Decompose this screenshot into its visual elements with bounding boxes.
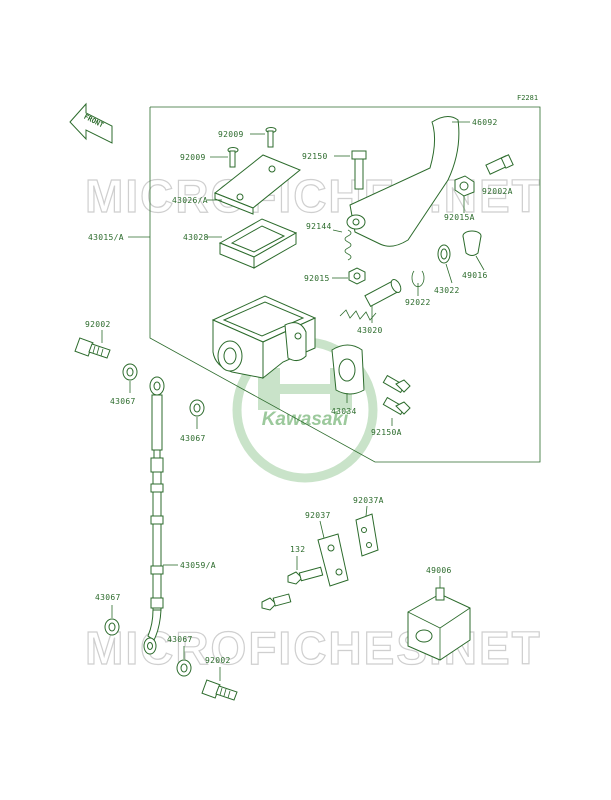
reservoir-cap-43026 (214, 154, 301, 215)
label-92002-top: 92002 (85, 320, 111, 329)
label-43022: 43022 (434, 286, 460, 295)
figure-code: F2281 (517, 94, 538, 102)
label-43067-b: 43067 (180, 434, 206, 443)
spring-92144 (344, 229, 352, 261)
label-92150: 92150 (302, 152, 328, 161)
label-92150a: 92150A (371, 428, 402, 437)
logo-text: Kawasaki (262, 409, 349, 430)
brake-switch-49006 (407, 587, 471, 661)
banjo-bolt-92002-bottom (201, 679, 238, 701)
bolt-lower (261, 593, 292, 611)
front-arrow-icon: FRONT (69, 102, 113, 144)
washer-43022 (437, 244, 451, 264)
label-92037: 92037 (305, 511, 331, 520)
piston-assembly-43020 (339, 279, 402, 321)
pivot-bolt-92150 (351, 150, 367, 190)
bolt-132 (287, 566, 324, 585)
diaphragm-43028 (218, 218, 298, 269)
clamp-bolt-92150a-1 (382, 374, 411, 394)
label-43015a: 43015/A (88, 233, 124, 242)
label-92022: 92022 (405, 298, 431, 307)
washer-43067-c (104, 618, 120, 636)
label-92002a: 92002A (482, 187, 513, 196)
label-43059a: 43059/A (180, 561, 216, 570)
bracket-92037a (355, 513, 379, 557)
label-43020: 43020 (357, 326, 383, 335)
label-92009-a: 92009 (218, 130, 244, 139)
bracket-92037 (317, 533, 349, 587)
brake-lever (346, 116, 460, 247)
label-92015: 92015 (304, 274, 330, 283)
label-43067-a: 43067 (110, 397, 136, 406)
assembly-boundary (149, 106, 541, 463)
bolt-92002a (485, 154, 514, 175)
clamp-bolt-92150a-2 (382, 396, 411, 416)
dust-boot-49016 (462, 230, 482, 256)
label-92037a: 92037A (353, 496, 384, 505)
banjo-bolt-92002-top (74, 337, 111, 359)
label-43067-d: 43067 (167, 635, 193, 644)
washer-43067-d (176, 659, 192, 677)
master-cylinder-body (211, 295, 317, 380)
washer-43067-b (189, 399, 205, 417)
screw-92009-a (265, 127, 277, 148)
nut-92015 (348, 267, 366, 285)
washer-43067-a (122, 363, 138, 381)
label-92002-bottom: 92002 (205, 656, 231, 665)
label-46092: 46092 (472, 118, 498, 127)
label-43028: 43028 (183, 233, 209, 242)
brake-hose-43059 (143, 376, 165, 655)
nut-92015a (454, 175, 475, 197)
label-92009-b: 92009 (180, 153, 206, 162)
label-92144: 92144 (306, 222, 332, 231)
label-43034: 43034 (331, 407, 357, 416)
label-92015a: 92015A (444, 213, 475, 222)
label-43026a: 43026/A (172, 196, 208, 205)
clamp-43034 (331, 344, 365, 395)
label-43067-c: 43067 (95, 593, 121, 602)
label-132: 132 (290, 545, 305, 554)
label-49006: 49006 (426, 566, 452, 575)
screw-92009-b (227, 147, 239, 168)
label-49016: 49016 (462, 271, 488, 280)
